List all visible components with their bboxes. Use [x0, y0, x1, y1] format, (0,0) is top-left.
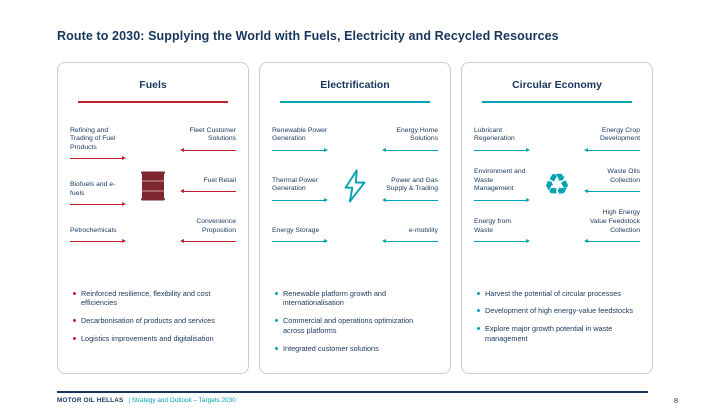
diagram-label: Fuel Retail: [203, 176, 237, 184]
diagram-item: Fuel Retail: [180, 177, 236, 195]
circular-economy-diagram: Lubricant Regeneration Environment and W…: [474, 127, 640, 245]
arrow-right-icon: [272, 147, 328, 153]
diagram-item: Petrochemicals: [70, 227, 126, 245]
diagram-item: Lubricant Regeneration: [474, 127, 530, 154]
footer-brand: MOTOR OIL HELLAS: [57, 397, 124, 404]
page-number: 8: [673, 396, 678, 405]
diagram-right-column: Energy Crop Development Waste Oils Colle…: [584, 127, 640, 245]
diagram-left-column: Renewable Power Generation Thermal Power…: [272, 127, 328, 245]
arrow-right-icon: [70, 156, 126, 162]
diagram-item: e-mobility: [382, 227, 438, 245]
diagram-item: High Energy Value Feedstock Collection: [584, 209, 640, 244]
panel-bullet-list: Harvest the potential of circular proces…: [476, 289, 638, 352]
arrow-right-icon: [474, 147, 530, 153]
diagram-label: Convenience Proposition: [196, 217, 236, 234]
bullet-item: Development of high energy-value feedsto…: [476, 306, 638, 316]
arrow-left-icon: [180, 238, 236, 244]
arrow-left-icon: [382, 238, 438, 244]
diagram-item: Thermal Power Generation: [272, 177, 328, 204]
arrow-right-icon: [272, 238, 328, 244]
panel-fuels: Fuels Refining and Trading of Fuel Produ…: [57, 62, 249, 374]
panel-circular-economy: Circular Economy Lubricant Regeneration …: [461, 62, 653, 374]
diagram-item: Energy Crop Development: [584, 127, 640, 154]
bullet-item: Harvest the potential of circular proces…: [476, 289, 638, 299]
diagram-label: Energy Home Solutions: [396, 126, 438, 143]
arrow-right-icon: [474, 197, 530, 203]
panel-title: Electrification: [320, 79, 390, 91]
panel-accent-rule: [280, 101, 430, 103]
diagram-center: [332, 127, 378, 245]
arrow-left-icon: [584, 147, 640, 153]
arrow-left-icon: [180, 188, 236, 194]
diagram-item: Energy Home Solutions: [382, 127, 438, 154]
diagram-label: Renewable Power Generation: [272, 126, 328, 143]
diagram-label: Energy from Waste: [474, 217, 512, 234]
diagram-item: Environment and Waste Management: [474, 168, 530, 203]
diagram-item: Fleet Customer Solutions: [180, 127, 236, 154]
diagram-item: Waste Oils Collection: [584, 168, 640, 195]
arrow-right-icon: [272, 197, 328, 203]
panel-electrification: Electrification Renewable Power Generati…: [259, 62, 451, 374]
diagram-item: Biofuels and e-fuels: [70, 181, 126, 208]
arrow-left-icon: [584, 188, 640, 194]
diagram-center: ♻: [534, 127, 580, 245]
slide-title: Route to 2030: Supplying the World with …: [57, 29, 559, 44]
diagram-label: Refining and Trading of Fuel Products: [70, 126, 116, 152]
bullet-item: Explore major growth potential in waste …: [476, 324, 638, 344]
bullet-item: Integrated customer solutions: [274, 344, 436, 354]
diagram-item: Power and Gas Supply & Trading: [382, 177, 438, 204]
arrow-left-icon: [382, 147, 438, 153]
diagram-label: Thermal Power Generation: [272, 176, 319, 193]
panel-accent-rule: [78, 101, 228, 103]
diagram-label: Biofuels and e-fuels: [70, 181, 116, 197]
diagram-right-column: Fleet Customer Solutions Fuel Retail Con…: [180, 127, 236, 245]
diagram-right-column: Energy Home Solutions Power and Gas Supp…: [382, 127, 438, 245]
panel-title: Circular Economy: [512, 79, 602, 91]
diagram-item: Refining and Trading of Fuel Products: [70, 127, 126, 162]
panel-row: Fuels Refining and Trading of Fuel Produ…: [57, 62, 653, 374]
diagram-label: Petrochemicals: [70, 226, 117, 234]
electrification-diagram: Renewable Power Generation Thermal Power…: [272, 127, 438, 245]
panel-title: Fuels: [139, 79, 167, 91]
diagram-label: Energy Crop Development: [599, 126, 640, 143]
panel-bullet-list: Reinforced resilience, flexibility and c…: [72, 289, 234, 352]
arrow-left-icon: [584, 238, 640, 244]
panel-bullet-list: Renewable platform growth and internatio…: [274, 289, 436, 362]
arrow-left-icon: [382, 197, 438, 203]
arrow-right-icon: [474, 238, 530, 244]
diagram-left-column: Refining and Trading of Fuel Products Bi…: [70, 127, 126, 245]
lightning-bolt-icon: [344, 168, 366, 203]
diagram-label: Energy Storage: [272, 226, 320, 234]
arrow-right-icon: [70, 239, 126, 245]
diagram-item: Convenience Proposition: [180, 218, 236, 245]
oil-barrel-icon: [141, 171, 165, 200]
slide-footer: MOTOR OIL HELLAS | Strategy and Outlook …: [57, 391, 648, 404]
diagram-left-column: Lubricant Regeneration Environment and W…: [474, 127, 530, 245]
diagram-center: [130, 127, 176, 245]
arrow-left-icon: [180, 147, 236, 153]
diagram-label: Power and Gas Supply & Trading: [386, 176, 438, 193]
bullet-item: Renewable platform growth and internatio…: [274, 289, 436, 309]
bullet-item: Decarbonisation of products and services: [72, 316, 234, 326]
recycle-icon: ♻: [543, 168, 571, 202]
diagram-label: High Energy Value Feedstock Collection: [589, 209, 640, 234]
diagram-item: Energy Storage: [272, 227, 328, 245]
fuels-diagram: Refining and Trading of Fuel Products Bi…: [70, 127, 236, 245]
bullet-item: Commercial and operations optimization a…: [274, 316, 436, 336]
diagram-label: Waste Oils Collection: [607, 167, 640, 184]
diagram-item: Renewable Power Generation: [272, 127, 328, 154]
bullet-item: Reinforced resilience, flexibility and c…: [72, 289, 234, 309]
footer-subtitle: | Strategy and Outlook – Targets 2030: [128, 397, 236, 404]
diagram-label: Fleet Customer Solutions: [189, 126, 236, 143]
bullet-item: Logistics improvements and digitalisatio…: [72, 334, 234, 344]
diagram-item: Energy from Waste: [474, 218, 530, 245]
diagram-label: e-mobility: [408, 226, 438, 234]
diagram-label: Lubricant Regeneration: [474, 126, 515, 143]
panel-accent-rule: [482, 101, 632, 103]
arrow-right-icon: [70, 202, 126, 208]
diagram-label: Environment and Waste Management: [474, 167, 526, 193]
